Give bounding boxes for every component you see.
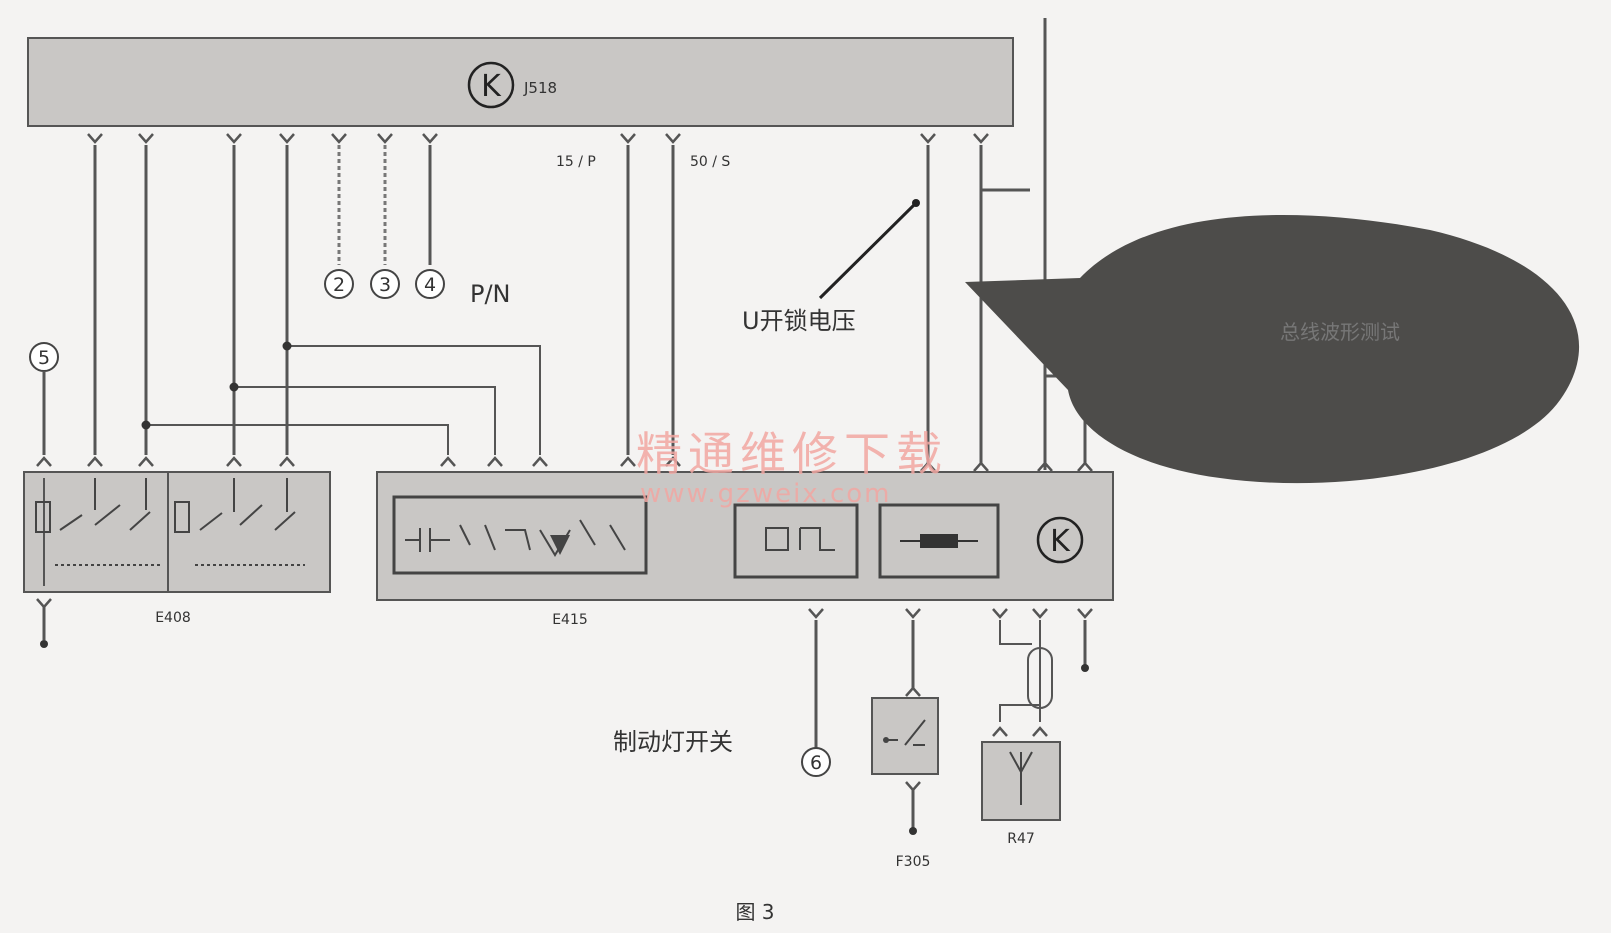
k-symbol-j518: K — [481, 69, 502, 104]
label-e408: E408 — [155, 610, 191, 626]
connector-2: 2 — [324, 269, 354, 299]
connector-6: 6 — [801, 747, 831, 777]
label-e415: E415 — [552, 612, 588, 628]
connector-4: 4 — [415, 269, 445, 299]
unlock-voltage-leader — [818, 201, 918, 300]
watermark: 精通维修下载 www.gzweix.com — [636, 427, 948, 509]
label-pn: P/N — [470, 280, 511, 308]
antenna-icon — [1009, 751, 1033, 805]
module-j518: K J518 — [27, 37, 1014, 127]
pin-label-50s: 50 / S — [690, 154, 730, 170]
wires-horizontal — [141, 341, 541, 455]
label-brake-switch: 制动灯开关 — [613, 728, 733, 756]
svg-text:2: 2 — [333, 274, 345, 296]
module-r47 — [981, 741, 1061, 821]
module-e415: K — [376, 471, 1114, 601]
label-f305: F305 — [896, 854, 931, 870]
k-symbol-e415: K — [1050, 524, 1071, 559]
pin-label-15p: 15 / P — [556, 154, 596, 170]
svg-text:4: 4 — [424, 274, 436, 296]
figure-caption: 图 3 — [735, 900, 774, 924]
label-unlock-voltage: U开锁电压 — [742, 307, 856, 335]
svg-text:5: 5 — [38, 347, 50, 369]
k-symbol-icon — [467, 61, 515, 109]
bus-waveform-callout: 总线波形测试 — [965, 214, 1580, 484]
k-symbol-icon — [1036, 516, 1084, 564]
svg-text:6: 6 — [810, 752, 822, 774]
wires-vertical — [93, 145, 1087, 465]
module-f305 — [871, 697, 939, 775]
label-j518: J518 — [523, 79, 557, 97]
svg-text:www.gzweix.com: www.gzweix.com — [640, 479, 892, 509]
connector-5: 5 — [29, 342, 59, 455]
svg-text:精通维修下载: 精通维修下载 — [636, 427, 948, 481]
label-r47: R47 — [1007, 831, 1035, 847]
j518-pins — [86, 132, 990, 144]
label-bus-waveform: 总线波形测试 — [1280, 320, 1400, 344]
connector-3: 3 — [370, 269, 400, 299]
module-e408 — [23, 471, 331, 593]
svg-text:3: 3 — [379, 274, 391, 296]
